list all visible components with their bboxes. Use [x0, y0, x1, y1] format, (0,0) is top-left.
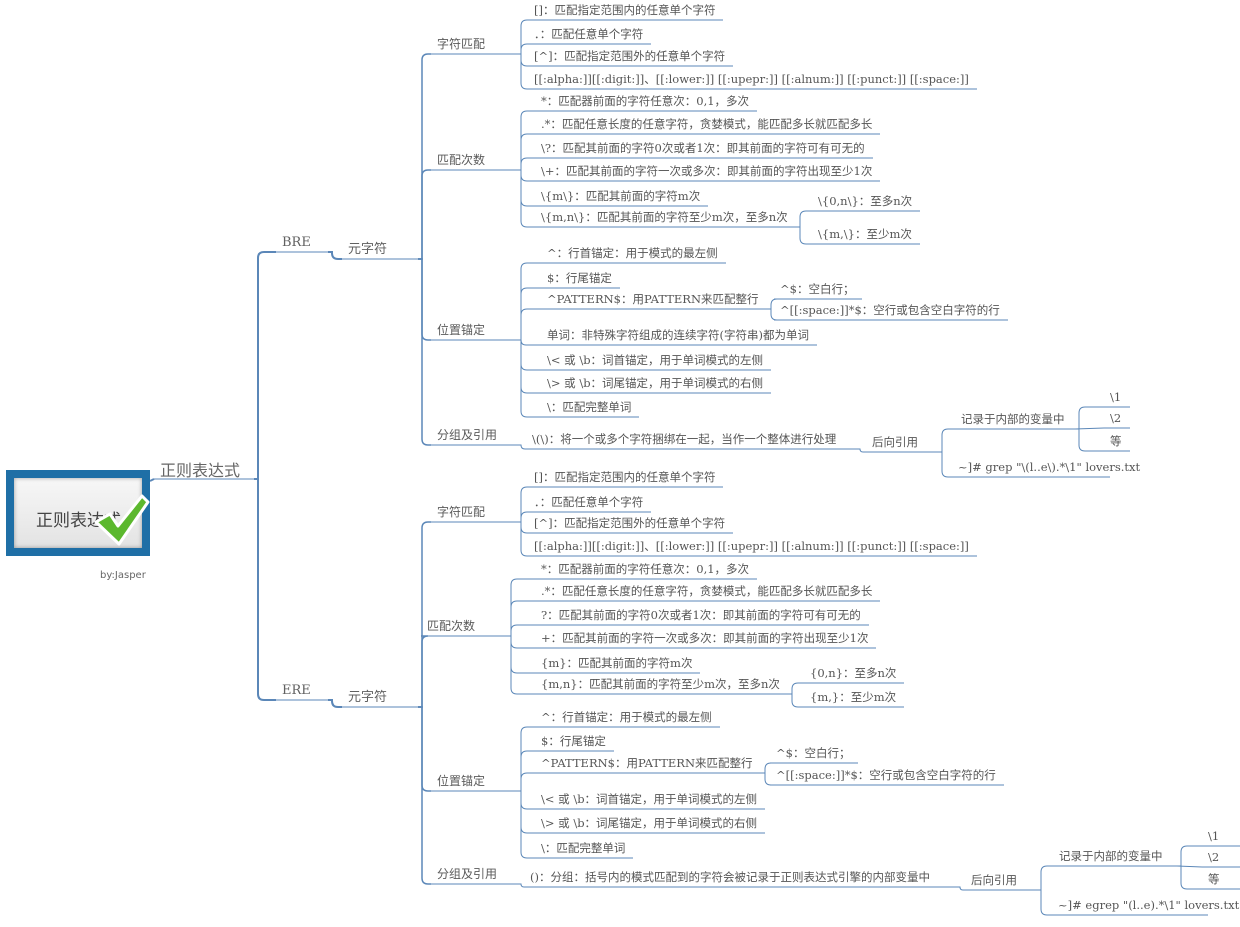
bre-anchor-item: \：匹配完整单词: [547, 400, 632, 414]
bre-count-item: *：匹配器前面的字符任意次：0,1，多次: [541, 94, 750, 108]
ere-count-item: ?：匹配其前面的字符0次或者1次：即其前面的字符可有可无的: [541, 608, 861, 622]
ere-count-item: {m}：匹配其前面的字符m次: [541, 656, 693, 670]
checkmark-icon: [94, 494, 150, 546]
bre-example: ~]# grep "\(l..e\).*\1" lovers.txt: [958, 460, 1141, 474]
bre-count-item: \+：匹配其前面的字符一次或多次：即其前面的字符出现至少1次: [541, 164, 873, 178]
bre-anchor-item: ^：行首锚定：用于模式的最左侧: [547, 246, 718, 260]
bre-var: \2: [1110, 411, 1122, 425]
bre-group-label: 分组及引用: [437, 428, 498, 442]
bre-match-label: 字符匹配: [437, 37, 486, 51]
ere-meta: 元字符: [348, 690, 388, 705]
bre-count-item: \{m\}：匹配其前面的字符m次: [541, 189, 701, 203]
bre-count-sub: \{m,\}：至少m次: [818, 227, 912, 241]
ere-anchor-item: ^：行首锚定：用于模式的最左侧: [541, 710, 712, 724]
bre-anchor-sub: ^[[:space:]]*$：空行或包含空白字符的行: [780, 303, 1000, 317]
ere-match-item: ．：匹配任意单个字符: [534, 495, 644, 509]
ere-anchor-item: \：匹配完整单词: [541, 841, 626, 855]
ere-example: ~]# egrep "(l..e).*\1" lovers.txt: [1058, 898, 1240, 912]
ere-match-label: 字符匹配: [437, 505, 486, 519]
bre-count-item: .*：匹配任意长度的任意字符，贪婪模式，能匹配多长就匹配多长: [541, 117, 873, 131]
bre-record: 记录于内部的变量中: [961, 412, 1065, 426]
ere-branch: ERE: [282, 683, 311, 698]
bre-anchor-item: 单词：非特殊字符组成的连续字符(字符串)都为单词: [547, 328, 809, 342]
bre-count-label: 匹配次数: [437, 153, 486, 167]
ere-count-item: +：匹配其前面的字符一次或多次：即其前面的字符出现至少1次: [541, 631, 869, 645]
ere-record: 记录于内部的变量中: [1059, 849, 1163, 863]
bre-match-item: ．：匹配任意单个字符: [534, 27, 644, 41]
ere-count-item: .*：匹配任意长度的任意字符，贪婪模式，能匹配多长就匹配多长: [541, 584, 873, 598]
bre-match-item: []：匹配指定范围内的任意单个字符: [534, 3, 716, 17]
bre-anchor-label: 位置锚定: [437, 323, 486, 337]
bre-var: 等: [1110, 434, 1122, 448]
bre-anchor-sub: ^$：空白行；: [780, 282, 855, 296]
bre-count-sub: \{0,n\}：至多n次: [818, 194, 913, 208]
ere-backref: 后向引用: [971, 873, 1017, 887]
bre-group-item: \(\)：将一个或多个字符捆绑在一起，当作一个整体进行处理: [532, 432, 837, 446]
ere-anchor-item: $：行尾锚定: [541, 734, 606, 748]
bre-backref: 后向引用: [872, 435, 918, 449]
ere-anchor-label: 位置锚定: [437, 774, 486, 788]
byline: by:Jasper: [100, 570, 146, 581]
bre-match-item: [^]：匹配指定范围外的任意单个字符: [534, 49, 726, 63]
ere-match-item: [[:alpha:]][[:digit:]]、[[:lower:]] [[:up…: [534, 539, 969, 553]
bre-count-item: \?：匹配其前面的字符0次或者1次：即其前面的字符可有可无的: [541, 141, 865, 155]
ere-anchor-item: \> 或 \b：词尾锚定，用于单词模式的右侧: [541, 816, 758, 830]
ere-var: \2: [1208, 850, 1220, 864]
root-topic: 正则表达式: [160, 461, 241, 480]
bre-anchor-item: ^PATTERN$：用PATTERN来匹配整行: [547, 292, 759, 306]
ere-anchor-item: \< 或 \b：词首锚定，用于单词模式的左侧: [541, 792, 758, 806]
bre-anchor-item: \> 或 \b：词尾锚定，用于单词模式的右侧: [547, 376, 764, 390]
bre-anchor-item: $：行尾锚定: [547, 271, 612, 285]
ere-count-sub: {0,n}：至多n次: [810, 666, 897, 680]
ere-group-label: 分组及引用: [437, 867, 498, 881]
ere-match-item: [^]：匹配指定范围外的任意单个字符: [534, 516, 726, 530]
bre-branch: BRE: [282, 235, 311, 250]
ere-count-sub: {m,}：至少m次: [810, 690, 897, 704]
ere-count-label: 匹配次数: [427, 619, 476, 633]
ere-var: \1: [1208, 829, 1220, 843]
bre-meta: 元字符: [348, 242, 388, 257]
bre-var: \1: [1110, 390, 1122, 404]
ere-anchor-sub: ^$：空白行；: [776, 746, 851, 760]
ere-group-item: ()：分组：括号内的模式匹配到的字符会被记录于正则表达式引擎的内部变量中: [530, 870, 930, 884]
bre-match-item: [[:alpha:]][[:digit:]]、[[:lower:]] [[:up…: [534, 72, 969, 86]
ere-var: 等: [1208, 872, 1220, 886]
bre-anchor-item: \< 或 \b：词首锚定，用于单词模式的左侧: [547, 353, 764, 367]
ere-anchor-sub: ^[[:space:]]*$：空行或包含空白字符的行: [776, 768, 996, 782]
root-logo: 正则表达式: [6, 470, 150, 556]
ere-count-item: {m,n}：匹配其前面的字符至少m次，至多n次: [541, 677, 780, 691]
ere-match-item: []：匹配指定范围内的任意单个字符: [534, 470, 716, 484]
ere-count-item: *：匹配器前面的字符任意次：0,1，多次: [541, 562, 750, 576]
bre-count-item: \{m,n\}：匹配其前面的字符至少m次，至多n次: [541, 210, 788, 224]
ere-anchor-item: ^PATTERN$：用PATTERN来匹配整行: [541, 756, 753, 770]
